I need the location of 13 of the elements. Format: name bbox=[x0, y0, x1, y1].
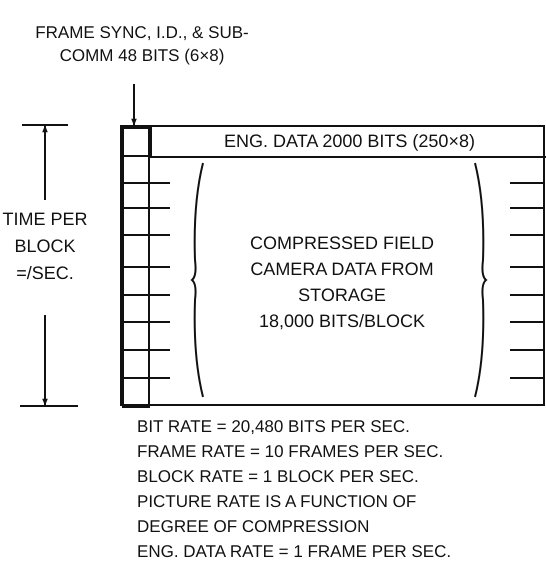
bit-count-label: 18,000 BITS/BLOCK bbox=[258, 310, 426, 333]
note-text: FRAME RATE = 10 FRAMES PER SEC. bbox=[137, 441, 444, 463]
note-text: BLOCK RATE = 1 BLOCK PER SEC. bbox=[137, 466, 420, 488]
note-text: PICTURE RATE IS A FUNCTION OF DEGREE OF COMPRESSION bbox=[137, 491, 418, 538]
dimension-label: TIME PER BLOCK =/SEC. bbox=[2, 208, 88, 285]
leader-arrow bbox=[131, 84, 137, 126]
header-row: ENG. DATA 2000 BITS (250×8) bbox=[150, 127, 546, 158]
note-text: BIT RATE = 20,480 BITS PER SEC. bbox=[137, 416, 411, 438]
note-text: ENG. DATA RATE = 1 FRAME PER SEC. bbox=[137, 541, 452, 563]
frame-sync-label: FRAME SYNC, I.D., & SUB-COMM 48 BITS (6×8) bbox=[28, 6, 256, 82]
sync-column bbox=[122, 127, 150, 408]
data-description: COMPRESSED FIELD CAMERA DATA FROM STORAGE bbox=[248, 232, 436, 307]
frame-block bbox=[120, 125, 545, 406]
